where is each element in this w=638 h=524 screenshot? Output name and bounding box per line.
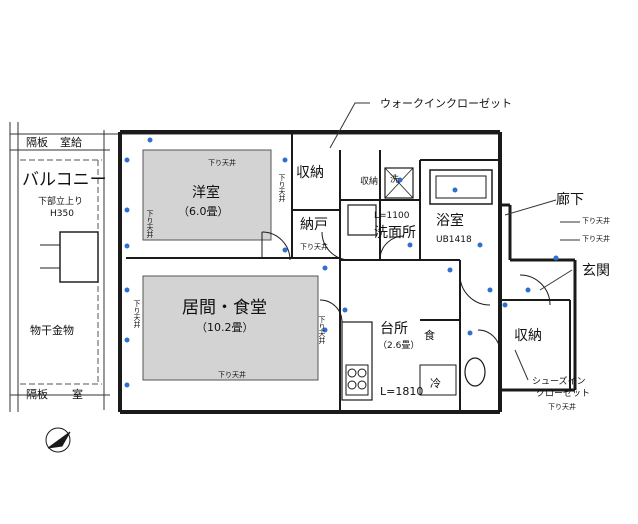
kitchen-label: 台所 xyxy=(380,321,408,337)
balcony-step-label: 下部立上り xyxy=(38,197,84,207)
bathtub xyxy=(429,169,493,205)
living-room-fill xyxy=(142,275,319,381)
nando-label: 納戸 xyxy=(300,217,328,233)
balcony-step-height: H350 xyxy=(50,209,74,219)
clothes-hanger-label: 物干金物 xyxy=(30,324,74,337)
kitchen-size: （2.6畳） xyxy=(378,341,420,351)
fridge-box xyxy=(419,364,457,396)
storage-entrance-label: 収納 xyxy=(514,328,542,344)
living-dining-size: （10.2畳） xyxy=(196,321,254,334)
kitchen-l: L=1810 xyxy=(380,385,424,398)
washroom-l: L=1100 xyxy=(374,211,410,221)
partition-top-label: 隔板 xyxy=(26,136,48,149)
walk-in-closet-label: ウォークインクローゼット xyxy=(380,97,512,110)
leader-lines xyxy=(329,102,580,381)
washroom-label: 洗面所 xyxy=(374,225,416,241)
western-room-label: 洋室 xyxy=(192,185,220,201)
ceiling-down-label-5: 下り天井 xyxy=(208,159,236,167)
ceiling-down-label-10: 下り天井 xyxy=(146,210,154,238)
partition-bottom-label: 隔板 xyxy=(26,388,48,401)
kitchen-counter xyxy=(341,321,373,401)
hanger-box xyxy=(59,231,99,283)
entrance-walls xyxy=(498,132,577,392)
fridge-label: 冷 xyxy=(430,377,441,390)
washbasin xyxy=(347,204,377,236)
room-supply-bottom-label: 室 xyxy=(72,388,83,401)
ceiling-down-label-7: 下り天井 xyxy=(133,300,141,328)
western-room-size: （6.0畳） xyxy=(178,205,229,218)
storage-1-label: 収納 xyxy=(296,165,324,181)
food-storage-label: 食 xyxy=(424,329,435,342)
ceiling-down-label-6: 下り天井 xyxy=(300,243,328,251)
shoes-closet-line2: クローゼット xyxy=(536,389,591,399)
ceiling-down-label-2: 下り天井 xyxy=(582,235,610,243)
wash-label: 洗 xyxy=(390,175,400,185)
room-supply-top-label: 室給 xyxy=(60,136,82,149)
ceiling-down-label-3: 下り天井 xyxy=(548,403,576,411)
outlets xyxy=(124,137,559,388)
ceiling-down-label-4: 下り天井 xyxy=(218,371,246,379)
western-room-fill xyxy=(142,149,272,241)
toilet xyxy=(464,357,486,387)
bathroom-label: 浴室 xyxy=(436,213,464,229)
ceiling-down-label-1: 下り天井 xyxy=(582,217,610,225)
shoes-closet-line1: シューズイン xyxy=(532,377,586,387)
ceiling-down-label-8: 下り天井 xyxy=(318,316,326,344)
washer xyxy=(384,167,414,199)
storage-2-label: 収納 xyxy=(360,177,379,187)
unit-bath-label: UB1418 xyxy=(436,235,472,245)
living-dining-label: 居間・食堂 xyxy=(182,298,267,318)
ceiling-down-label-9: 下り天井 xyxy=(278,174,286,202)
entrance-label: 玄関 xyxy=(582,263,610,279)
balcony-label: バルコニー xyxy=(22,170,107,190)
north-arrow xyxy=(45,427,71,453)
hallway-label: 廊下 xyxy=(556,192,584,208)
interior-walls xyxy=(126,132,571,412)
door-swings xyxy=(261,231,551,353)
